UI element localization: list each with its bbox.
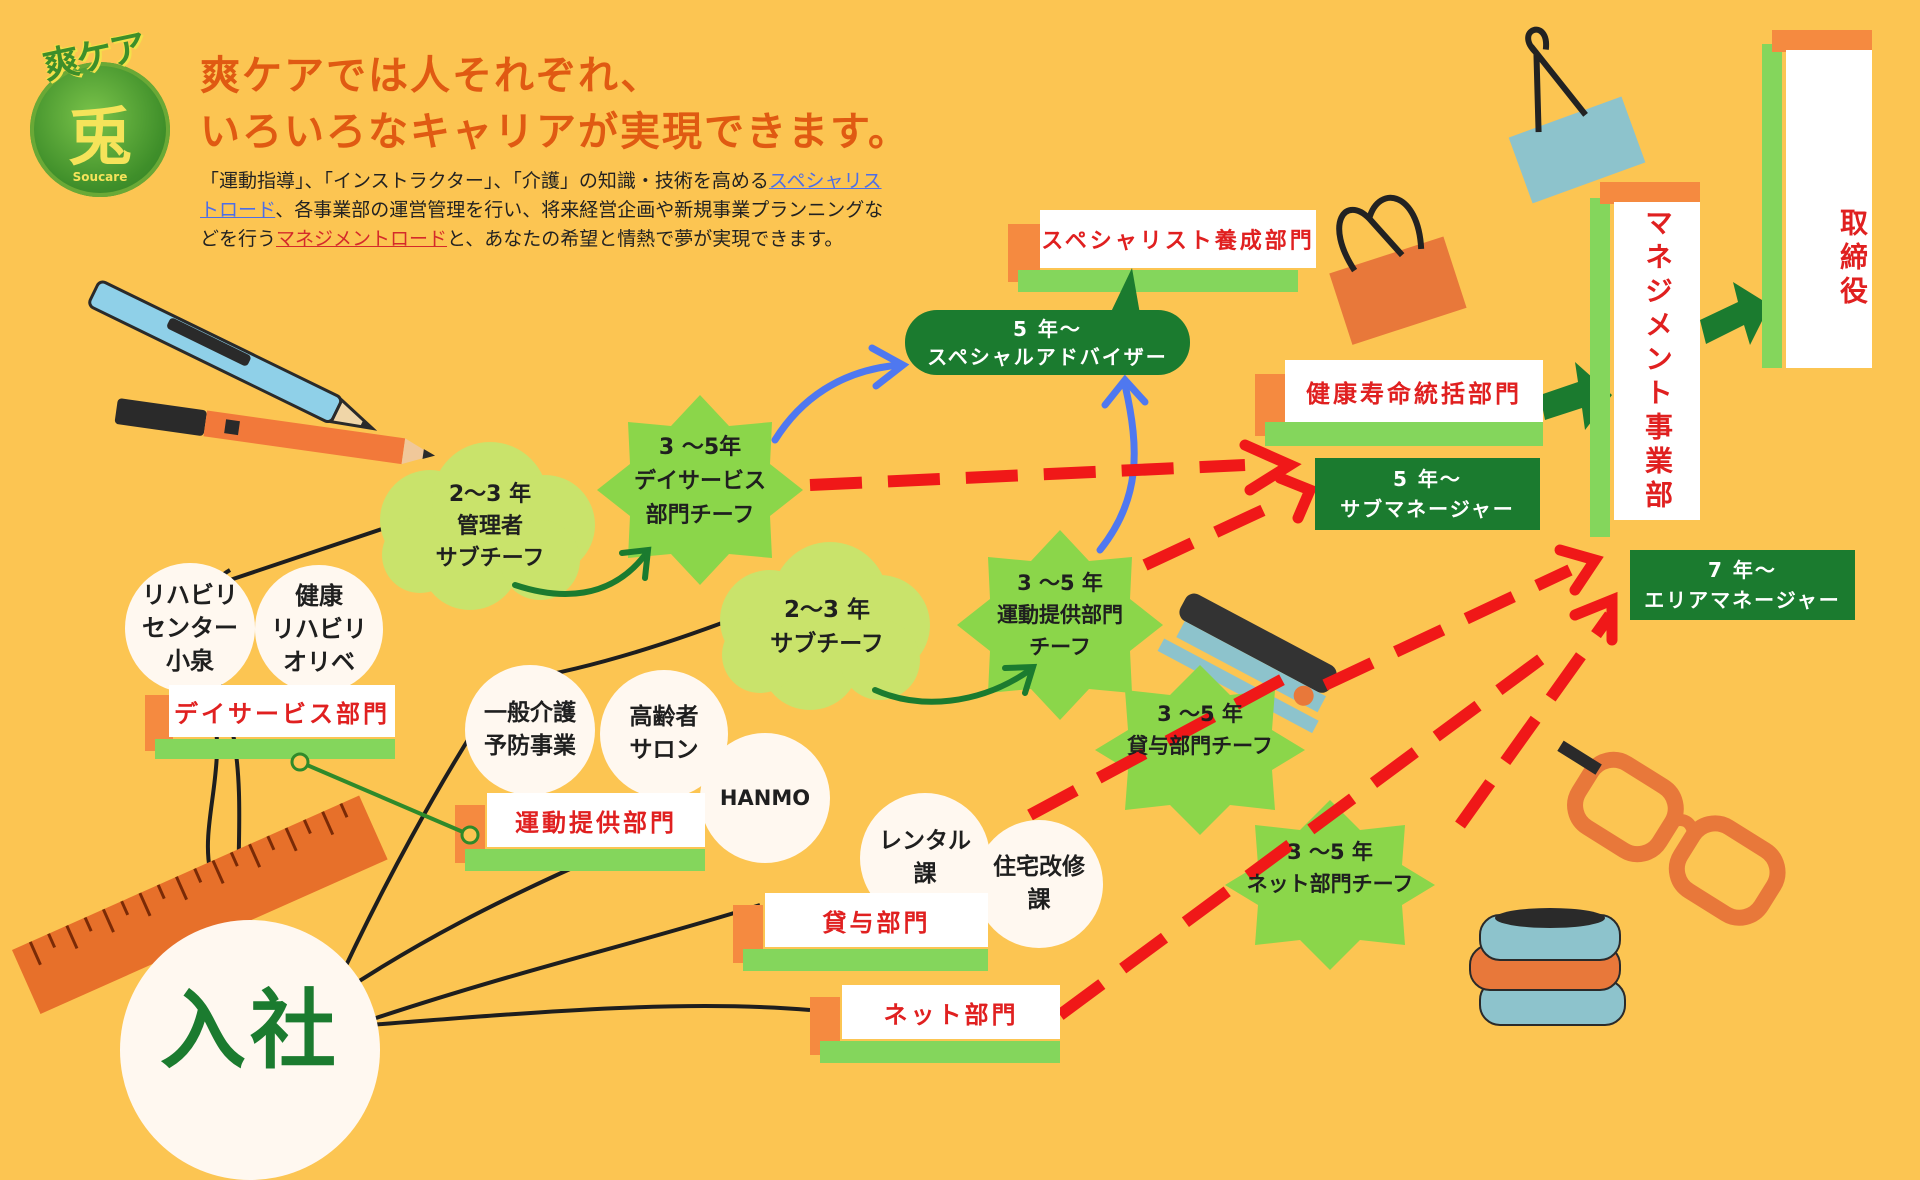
dept-management-label: マネジメント事業部 [1614,202,1700,520]
starburst-shape [1225,800,1435,970]
logo-subtitle: Soucare [72,170,128,184]
facility-hanmo: HANMO [700,733,830,863]
step-kanri-subchief: 2～3 年 管理者 サブチーフ [435,482,545,571]
green-arrows [512,546,1038,705]
specialist-road-link[interactable]: スペシャリストロード [200,170,882,221]
facility-koreisha-salon: 高齢者 サロン [600,670,728,798]
connector-dot-line [290,752,480,845]
glasses-icon [1557,740,1786,926]
cloud-shape [380,442,595,610]
desc-text-1: 「運動指導」、「インストラクター」、「介護」の知識・技術を高める [200,170,769,192]
desc-text-3: と、あなたの希望と情熱で夢が実現できます。 [447,228,844,250]
step-undo-chief: 3 ～5 年 運動提供部門 チーフ [997,571,1123,659]
step-taiyo-chief: 3 ～5 年 貸与部門チーフ [1127,702,1273,758]
red-arrowheads [1239,439,1618,646]
tape-roll-icon [1469,908,1626,1026]
dept-day-service: デイサービス部門 [145,685,395,765]
pen-icon [88,280,378,431]
position-area-manager: 7 年～ エリアマネージャー [1630,550,1855,620]
soucare-logo: 兎 Soucare [30,62,170,197]
dept-kenko-jumyo-label: 健康寿命統括部門 [1285,360,1543,422]
facility-kenko-olive: 健康 リハビリ オリベ [255,565,383,693]
dept-undo-label: 運動提供部門 [487,793,705,847]
binder-clip-icon [1508,26,1646,204]
decor-layer [12,26,1786,1031]
dept-management: マネジメント事業部 [1590,182,1700,537]
pencil-icon [114,398,436,465]
dept-board: 取締役 [1762,30,1872,368]
line-to-kanri-sub [229,526,386,582]
dept-kenko-jumyo: 健康寿命統括部門 [1255,360,1543,448]
page-title: 爽ケアでは人それぞれ、 いろいろなキャリアが実現できます。 [200,53,910,155]
description: 「運動指導」、「インストラクター」、「介護」の知識・技術を高めるスペシャリストロ… [200,167,900,254]
logo-rabbit-glyph: 兎 [68,100,132,175]
facility-ippan-kaigo: 一般介護 予防事業 [465,665,595,795]
ruler-icon [12,795,388,1014]
dept-taiyo-label: 貸与部門 [765,893,988,947]
blue-arrows [771,344,1149,554]
step-net-chief: 3 ～5 年 ネット部門チーフ [1246,840,1414,896]
stapler-icon [1157,593,1337,734]
dept-board-label: 取締役 [1786,50,1872,368]
facility-jutaku: 住宅改修 課 [975,820,1103,948]
dept-net-label: ネット部門 [842,985,1060,1039]
red-dashed-arrows [809,459,1615,1020]
position-special-advisor: 5 年～ スペシャルアドバイザー [905,310,1190,375]
dept-day-service-label: デイサービス部門 [169,685,395,737]
binder-clip-icon [1329,194,1467,345]
cloud-shape [720,542,930,710]
management-road-link[interactable]: マネジメントロード [276,228,448,250]
line-to-net [369,1003,811,1027]
dept-undo: 運動提供部門 [455,793,705,877]
line-to-taiyo [369,903,761,1022]
dept-net: ネット部門 [810,985,1060,1069]
step-subchief: 2～3 年 サブチーフ [770,597,884,657]
position-sub-manager: 5 年～ サブマネージャー [1315,458,1540,530]
bubble-tail [1110,268,1140,314]
desc-text-2: 、各事業部の運営管理を行い、将来経営企画や新規事業プランニングなどを行う [200,199,884,250]
starburst-shape [597,395,803,585]
facility-rehab-koizumi: リハビリ センター 小泉 [125,563,255,693]
line-to-undo [328,858,591,1002]
dept-taiyo: 貸与部門 [733,893,988,977]
green-arrow-to-board [1700,282,1770,345]
start-circle: 入社 [120,920,380,1180]
step-day-service-chief: 3 ～5年 デイサービス 部門チーフ [633,435,767,528]
dept-specialist-label: スペシャリスト養成部門 [1040,210,1316,268]
career-path-diagram: 兎 Soucare 爽ケア 爽ケアでは人それぞれ、 いろいろなキャリアが実現でき… [12,26,1872,1180]
dept-specialist: スペシャリスト養成部門 [1008,210,1316,294]
starburst-shape [957,530,1163,720]
starburst-shape [1095,665,1305,835]
